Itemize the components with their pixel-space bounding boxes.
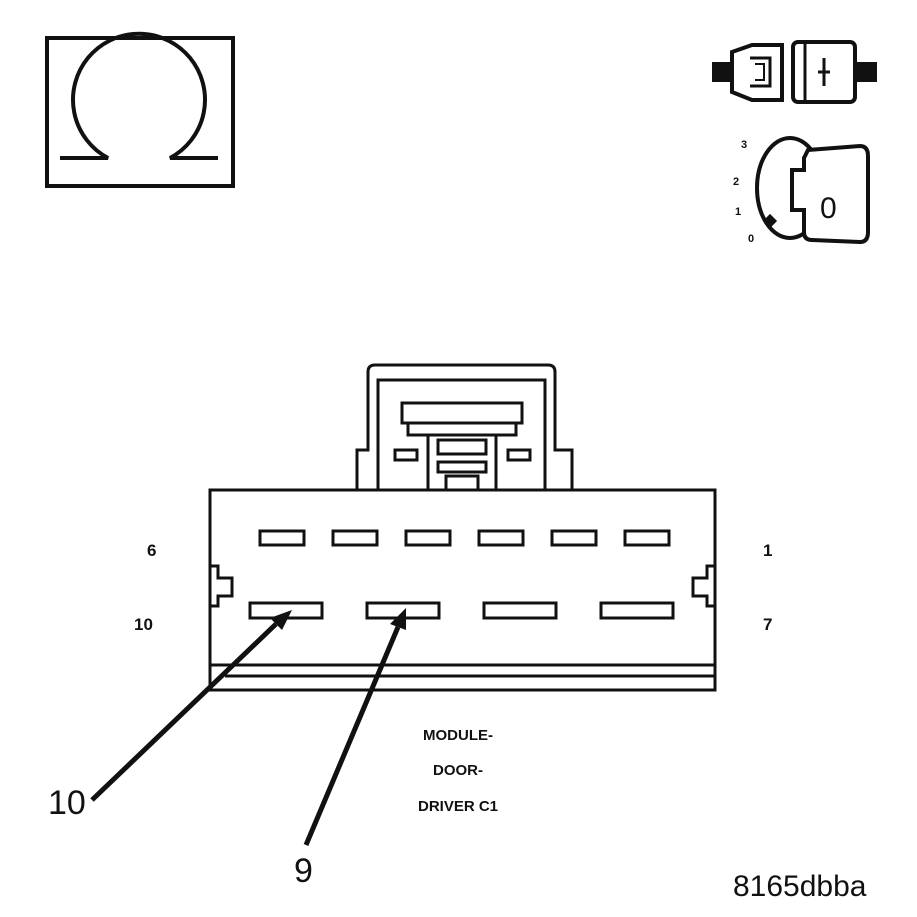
module-label-line2: DOOR- <box>433 762 483 779</box>
ignition-position-2: 2 <box>733 176 739 188</box>
cavity <box>482 601 558 620</box>
cavity <box>258 529 306 547</box>
ignition-position-3: 3 <box>741 139 747 151</box>
cavity <box>599 601 675 620</box>
module-label-line1: MODULE- <box>423 727 493 744</box>
pin-label-6: 6 <box>147 541 156 560</box>
module-label-line3: DRIVER C1 <box>418 798 498 815</box>
ignition-off-icon: 0 3 2 1 0 <box>733 136 870 245</box>
cavity-row-top <box>258 529 671 547</box>
pin-label-1: 1 <box>763 541 772 560</box>
ignition-position-0: 0 <box>748 233 754 245</box>
disconnected-connector-icon <box>712 40 877 104</box>
callout-arrow-left <box>90 610 292 802</box>
ignition-key-position-label: 0 <box>820 192 837 225</box>
ohm-symbol-box <box>45 31 235 188</box>
pin-label-10: 10 <box>134 615 153 634</box>
ohm-icon <box>60 31 218 160</box>
cavity-row-bottom <box>248 601 675 620</box>
cavity <box>477 529 525 547</box>
pin-label-7: 7 <box>763 615 772 634</box>
cavity <box>331 529 379 547</box>
cavity <box>404 529 452 547</box>
cavity <box>623 529 671 547</box>
reference-code: 8165dbba <box>733 870 867 903</box>
ignition-position-1: 1 <box>735 206 741 218</box>
callout-label-10: 10 <box>48 784 86 822</box>
connector-body <box>208 488 717 692</box>
key-head <box>790 143 870 245</box>
callout-arrow-right <box>303 608 406 846</box>
cavity <box>550 529 598 547</box>
connector-latch <box>355 363 574 492</box>
ignition-position-marker <box>762 213 778 229</box>
callout-label-9: 9 <box>294 852 313 890</box>
